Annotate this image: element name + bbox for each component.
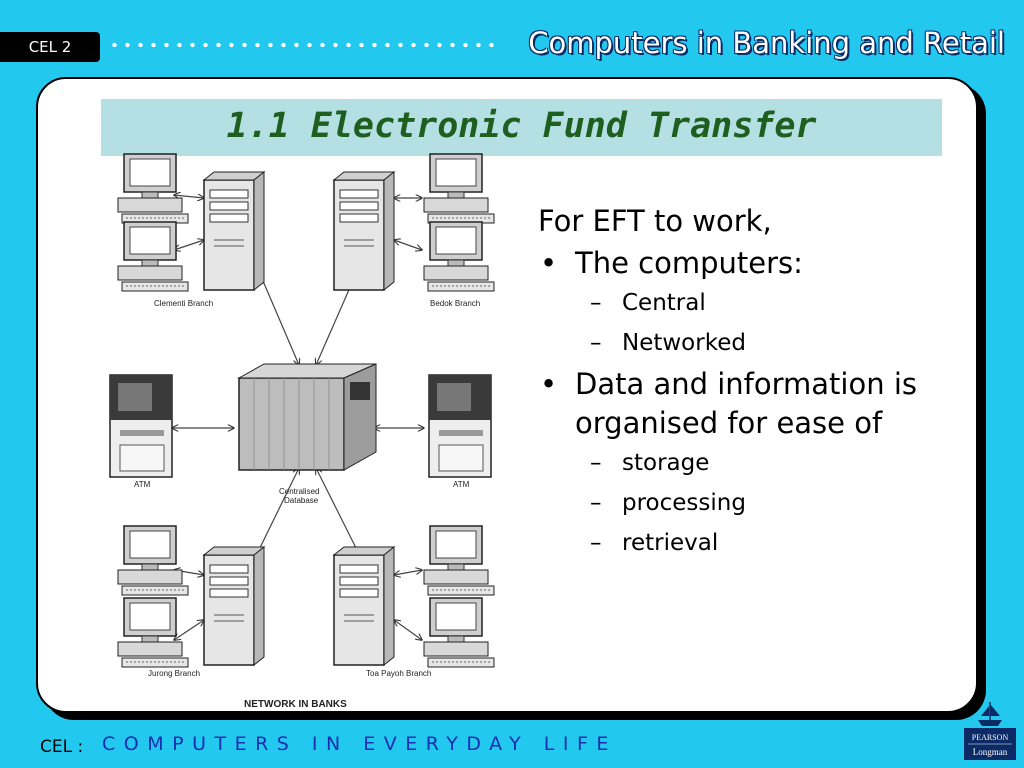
central-database-icon [237, 363, 377, 471]
sub-marker: – [590, 330, 602, 356]
footer-label: CEL : [40, 737, 84, 757]
diagram-caption: NETWORK IN BANKS [244, 699, 347, 710]
atm-label-left: ATM [134, 480, 151, 489]
sub-text: Networked [622, 330, 746, 356]
network-links [172, 195, 424, 640]
bullet-item: • Data and information is organised for … [538, 365, 968, 443]
sub-item: – processing [538, 483, 968, 523]
database-label-line1: Centralised [279, 487, 319, 496]
sub-item: – storage [538, 443, 968, 483]
pearson-longman-logo: PEARSON Longman [964, 702, 1016, 760]
intro-text: For EFT to work, [538, 204, 772, 238]
branch-label-toa-payoh: Toa Payoh Branch [366, 669, 431, 678]
sub-text: Central [622, 290, 706, 316]
slide-body: For EFT to work, • The computers: – Cent… [538, 200, 968, 563]
footer-series-title: COMPUTERS IN EVERYDAY LIFE [102, 733, 617, 755]
bullet-marker: • [540, 367, 558, 401]
course-code-tab: CEL 2 [0, 32, 100, 62]
course-code: CEL 2 [28, 38, 72, 56]
sub-text: processing [622, 490, 746, 516]
bullet-text: Data and information is organised for ea… [575, 367, 917, 440]
sub-text: retrieval [622, 530, 719, 556]
sub-marker: – [590, 490, 602, 516]
sub-marker: – [590, 530, 602, 556]
slide-title: 1.1 Electronic Fund Transfer [226, 106, 817, 146]
ship-icon [978, 702, 1002, 726]
course-title: Computers in Banking and Retail [528, 26, 1005, 60]
database-label-line2: Database [284, 496, 319, 505]
branch-label-bedok: Bedok Branch [430, 299, 480, 308]
sub-item: – Networked [538, 323, 968, 363]
slide-panel [36, 77, 978, 713]
sub-item: – retrieval [538, 523, 968, 563]
sub-marker: – [590, 290, 602, 316]
logo-text-pearson: PEARSON [972, 733, 1009, 742]
dotted-divider [108, 38, 494, 52]
sub-marker: – [590, 450, 602, 476]
bank-network-diagram: Clementi Branch Bedok Branch ATM ATM Cen… [109, 153, 495, 710]
bullet-item: • The computers: [538, 244, 968, 283]
sub-item: – Central [538, 283, 968, 323]
atm-label-right: ATM [453, 480, 470, 489]
branch-label-clementi: Clementi Branch [154, 299, 213, 308]
bullet-marker: • [540, 246, 558, 280]
bullet-text: The computers: [575, 246, 803, 280]
logo-text-longman: Longman [973, 747, 1008, 757]
title-bar [101, 99, 942, 156]
sub-text: storage [622, 450, 710, 476]
branch-label-jurong: Jurong Branch [148, 669, 200, 678]
